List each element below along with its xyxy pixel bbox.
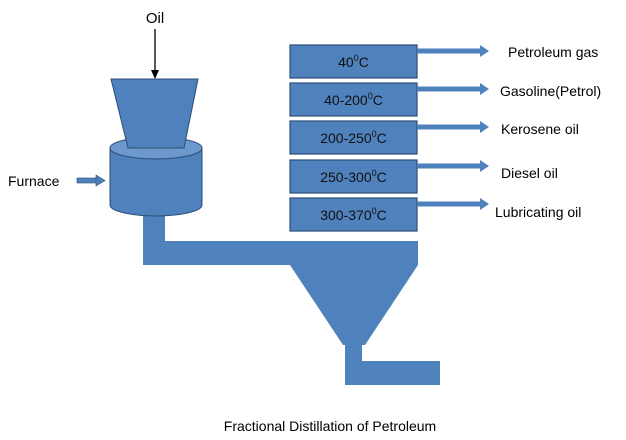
product-label: Kerosene oil bbox=[501, 121, 579, 137]
fraction-box bbox=[289, 120, 418, 155]
fraction-row: 200-2500C Kerosene oil bbox=[289, 120, 579, 155]
product-label: Petroleum gas bbox=[508, 44, 598, 60]
output-arrow bbox=[417, 83, 489, 95]
furnace-arrow bbox=[76, 174, 106, 187]
fraction-box bbox=[289, 44, 418, 79]
oil-feed-arrow bbox=[151, 29, 159, 79]
fraction-box bbox=[289, 159, 418, 194]
output-arrow bbox=[417, 45, 489, 57]
furnace-cylinder bbox=[109, 136, 203, 217]
fraction-row: 300-3700C Lubricating oil bbox=[289, 197, 581, 232]
output-arrow bbox=[417, 198, 489, 210]
temperature-range-label: 200-2500C bbox=[320, 129, 387, 146]
collection-funnel bbox=[290, 265, 440, 385]
oil-hopper bbox=[110, 78, 199, 149]
output-arrow bbox=[417, 121, 489, 133]
fraction-box bbox=[289, 82, 418, 117]
connecting-pipe bbox=[143, 212, 418, 265]
temperature-range-label: 250-3000C bbox=[320, 168, 387, 185]
output-arrow bbox=[417, 160, 489, 172]
product-label: Lubricating oil bbox=[495, 204, 581, 220]
temperature-range-label: 400C bbox=[338, 53, 369, 70]
fraction-box bbox=[289, 197, 418, 232]
fraction-row: 250-3000C Diesel oil bbox=[289, 159, 558, 194]
fraction-row: 40-2000C Gasoline(Petrol) bbox=[289, 82, 601, 117]
temperature-range-label: 40-2000C bbox=[324, 91, 383, 108]
diagram-caption: Fractional Distillation of Petroleum bbox=[224, 418, 436, 434]
oil-label: Oil bbox=[146, 10, 164, 27]
furnace-label: Furnace bbox=[8, 173, 60, 189]
product-label: Gasoline(Petrol) bbox=[500, 83, 601, 99]
product-label: Diesel oil bbox=[501, 165, 558, 181]
temperature-range-label: 300-3700C bbox=[320, 206, 387, 223]
fraction-row: 400C Petroleum gas bbox=[289, 44, 598, 79]
